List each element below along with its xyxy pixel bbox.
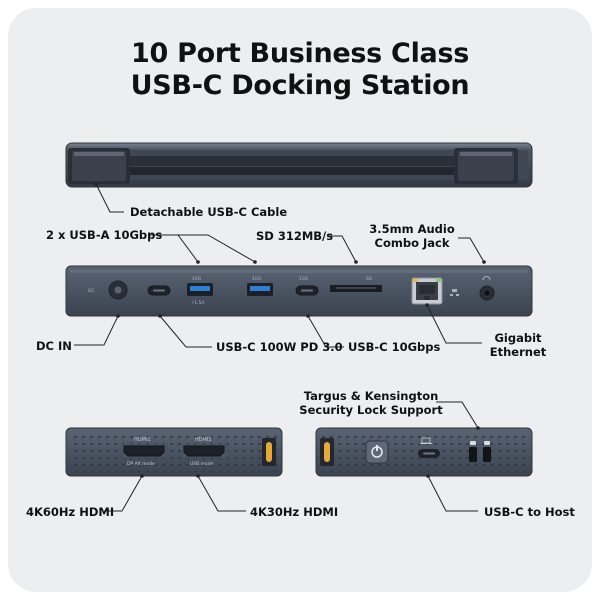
label-usbc-pd: USB-C 100W PD 3.0	[216, 340, 343, 354]
lock-icon	[470, 441, 490, 445]
hdmi2-mark: HDMI2	[195, 437, 212, 443]
cable-connector-left	[68, 148, 130, 184]
label-hdmi-60: 4K60Hz HDMI	[26, 505, 115, 519]
page-title-line2: USB-C Docking Station	[130, 70, 470, 101]
hdmi1-sub-mark: DP Alt mode	[127, 461, 155, 467]
label-usb-a: 2 x USB-A 10Gbps	[46, 228, 163, 242]
headphone-icon	[482, 276, 491, 281]
label-ethernet-line1: Gigabit	[494, 331, 542, 345]
sd-mark: SD	[366, 276, 373, 282]
callout-dots	[94, 182, 486, 478]
dc-mark: DC	[88, 288, 95, 294]
label-lock-line2: Security Lock Support	[299, 403, 443, 417]
callout-lines	[74, 183, 485, 512]
laptop-icon	[420, 437, 432, 444]
usb-a-current-mark: ⚡1.5A	[191, 300, 205, 306]
label-usbc-host: USB-C to Host	[484, 505, 575, 519]
page-title-line1: 10 Port Business Class	[131, 38, 469, 69]
usb-a-2-mark: 10G	[252, 276, 262, 282]
label-ethernet-line2: Ethernet	[489, 345, 547, 359]
label-detachable-cable: Detachable USB-C Cable	[130, 205, 288, 219]
hdmi1-mark: HDMI1	[134, 437, 151, 443]
dock-front-view: DC 10G ⚡1.5A 10G 10G SD	[65, 265, 533, 317]
cable-connector-right	[454, 148, 518, 184]
label-dc-in: DC IN	[36, 339, 72, 353]
usb-a-1-mark: 10G	[192, 276, 202, 282]
dock-host-side-view	[315, 427, 533, 477]
label-lock-line1: Targus & Kensington	[303, 389, 439, 403]
dock-top-view	[65, 142, 533, 188]
label-audio-line1: 3.5mm Audio	[369, 222, 455, 236]
label-hdmi-30: 4K30Hz HDMI	[250, 505, 339, 519]
label-audio-line2: Combo Jack	[374, 236, 450, 250]
hdmi2-sub-mark: USB mode	[190, 461, 214, 467]
label-sd: SD 312MB/s	[256, 229, 334, 243]
usbc-10g-mark: 10G	[299, 276, 309, 282]
dock-hdmi-side-view: HDMI1 DP Alt mode HDMI2 USB mode	[65, 427, 283, 477]
power-icon	[365, 440, 389, 464]
label-usbc-10g: USB-C 10Gbps	[348, 340, 441, 354]
ethernet-icon	[450, 289, 459, 296]
